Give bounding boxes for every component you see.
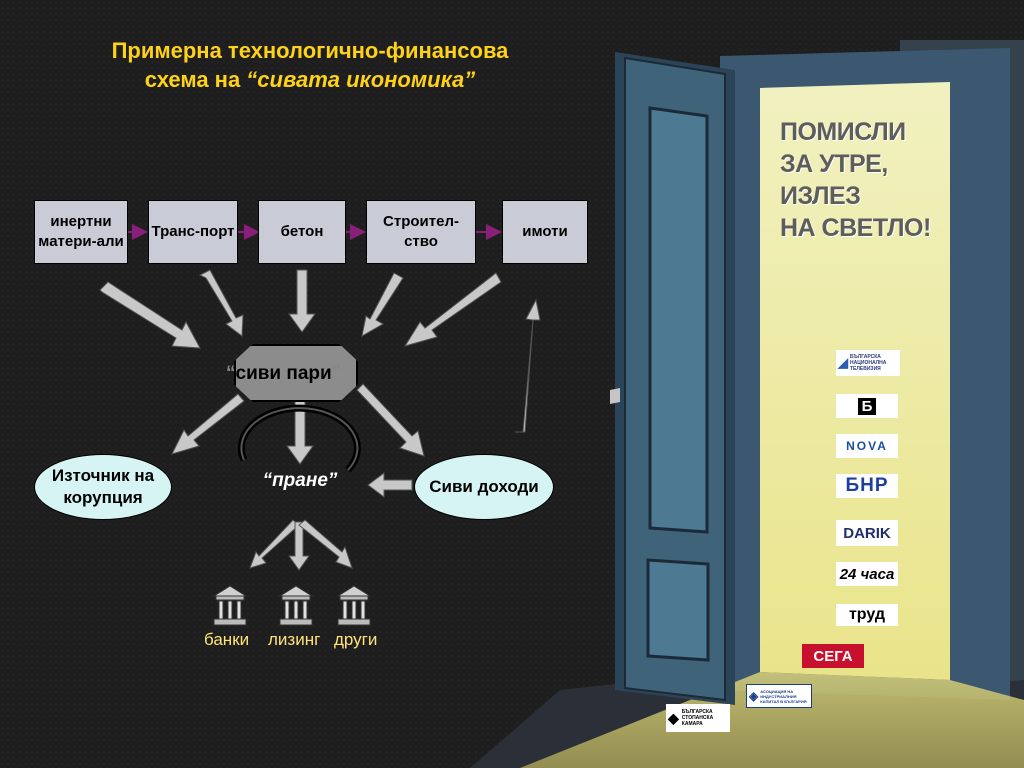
arrow-laundering-to-others bbox=[298, 519, 353, 569]
quote-open: “ bbox=[226, 363, 236, 384]
arrow-gray-income-to-laundering bbox=[367, 472, 413, 498]
laundering-label: “пране” bbox=[262, 470, 338, 491]
leasing-icon bbox=[278, 585, 314, 626]
box-inert-materials: инертни матери-али bbox=[34, 200, 128, 264]
logo-24-chasa: 24 часа bbox=[836, 562, 898, 586]
others-icon bbox=[336, 585, 372, 626]
logo-association-text: АСОЦИАЦИЯ НА ИНДУСТРИАЛНИЯ КАПИТАЛ В БЪЛ… bbox=[760, 688, 807, 704]
door-message-line-4: НА СВЕТЛО! bbox=[780, 214, 931, 242]
logo-nova: NOVA bbox=[836, 434, 898, 458]
logo-bnr: БНР bbox=[836, 474, 898, 498]
logo-sega: СЕГА bbox=[802, 644, 864, 668]
arrow-transport-to-gray-money bbox=[198, 269, 244, 337]
logo-darik: DARIK bbox=[836, 520, 898, 546]
door-message-line-1: ПОМИСЛИ bbox=[780, 118, 906, 146]
title-line-2: схема на “сивата икономика” bbox=[30, 65, 590, 94]
box-real-estate: имоти bbox=[502, 200, 588, 264]
box-construction: Строител-ство bbox=[366, 200, 476, 264]
arrow-gray-money-to-gray-income bbox=[356, 383, 425, 457]
gray-income-node: Сиви доходи bbox=[414, 454, 554, 520]
arrow-construction-to-gray-money bbox=[361, 272, 404, 337]
bank-icon bbox=[212, 585, 248, 626]
logo-btv-mark: Б bbox=[857, 397, 877, 415]
arrow-gray-money-to-corruption bbox=[171, 393, 245, 455]
logo-trud: труд bbox=[836, 604, 898, 626]
label-banks: банки bbox=[204, 630, 250, 649]
door-message-line-2: ЗА УТРЕ, bbox=[780, 150, 888, 178]
gray-money-text: сиви пари bbox=[235, 363, 332, 384]
label-others: други bbox=[334, 630, 378, 649]
logo-bnt-text: БЪЛГАРСКА НАЦИОНАЛНА ТЕЛЕВИЗИЯ bbox=[850, 354, 887, 372]
arrow-laundering-to-banks bbox=[249, 519, 300, 569]
arrow-concrete-to-gray-money bbox=[288, 269, 316, 333]
logo-bulgarian-chamber-of-commerce: ◆БЪЛГАРСКА СТОПАНСКА КАМАРА bbox=[666, 704, 730, 732]
logo-bnt: ◢БЪЛГАРСКА НАЦИОНАЛНА ТЕЛЕВИЗИЯ bbox=[836, 350, 900, 376]
arrow-gray-income-to-estate bbox=[515, 298, 541, 433]
logo-bsk-text: БЪЛГАРСКА СТОПАНСКА КАМАРА bbox=[681, 709, 714, 727]
corruption-source-node: Източник на корупция bbox=[34, 454, 172, 520]
title-line-2-emphasis: “сивата икономика” bbox=[246, 67, 476, 92]
arrow-estate-to-gray-money bbox=[403, 272, 502, 347]
quote-close: ” bbox=[331, 363, 342, 384]
label-leasing: лизинг bbox=[268, 630, 321, 649]
slide-title: Примерна технологично-финансова схема на… bbox=[30, 36, 590, 94]
door-message: ПОМИСЛИ ЗА УТРЕ, ИЗЛЕЗ НА СВЕТЛО! bbox=[780, 116, 931, 244]
logo-industrial-capital-association: ◈АСОЦИАЦИЯ НА ИНДУСТРИАЛНИЯ КАПИТАЛ В БЪ… bbox=[746, 684, 812, 708]
box-transport: Транс-порт bbox=[148, 200, 238, 264]
logo-btv: Б bbox=[836, 394, 898, 418]
arrow-inert-to-gray-money bbox=[99, 281, 201, 349]
door-message-line-3: ИЗЛЕЗ bbox=[780, 182, 861, 210]
title-line-2-prefix: схема на bbox=[144, 67, 247, 92]
box-concrete: бетон bbox=[258, 200, 346, 264]
gray-money-label: “сиви пари” bbox=[226, 363, 386, 385]
title-line-1: Примерна технологично-финансова bbox=[111, 38, 509, 63]
gray-money-node bbox=[234, 344, 358, 402]
